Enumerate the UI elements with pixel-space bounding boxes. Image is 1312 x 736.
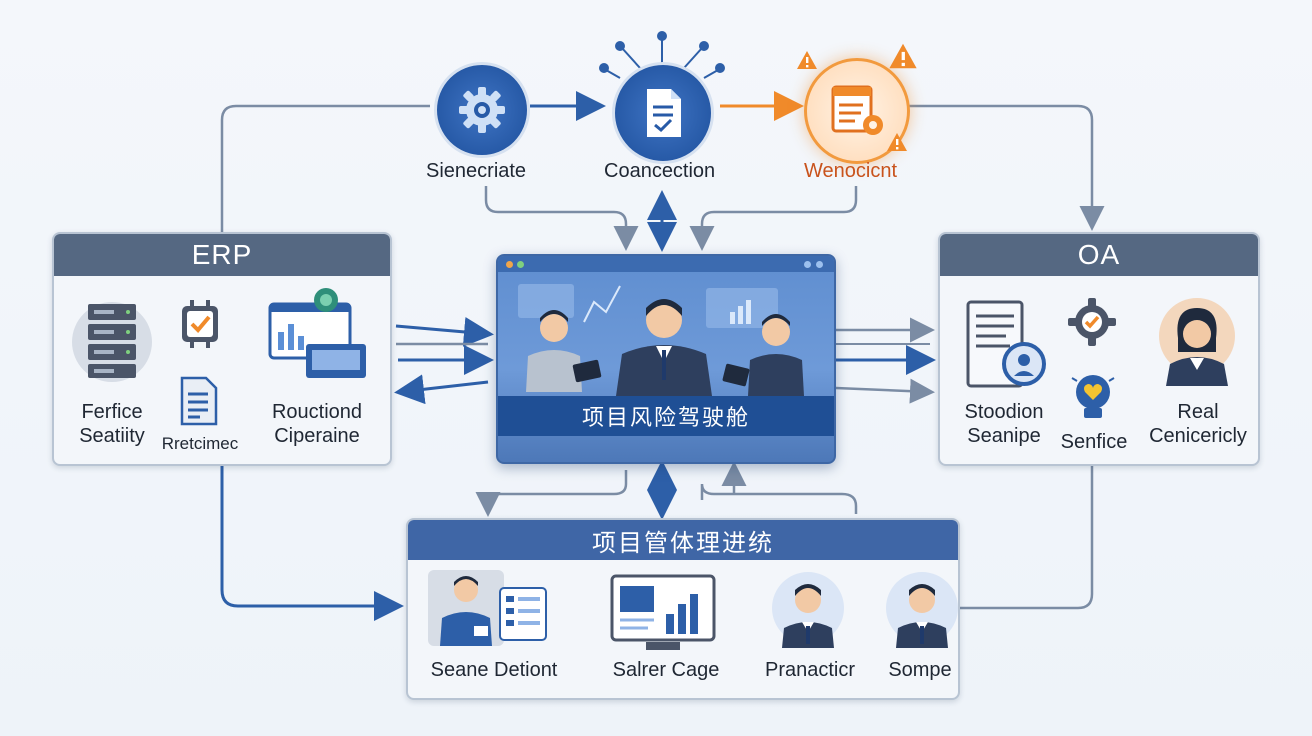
erp-item-1-label: Ferfice Seatiity [79, 401, 145, 447]
warning-document-icon [831, 85, 883, 135]
bottom-item-3-label: Pranacticr [764, 659, 856, 681]
oa-item-2-label: Senfice [1060, 431, 1128, 453]
document-search-icon [966, 300, 1046, 388]
bottom-item-4-label: Sompe [888, 659, 952, 681]
chart-icon [610, 574, 716, 650]
cockpit-illustration [518, 284, 804, 396]
monitor-icon [268, 288, 366, 378]
server-icon [72, 302, 152, 382]
oa-item-1-label: Stoodion Seanipe [964, 401, 1044, 447]
warning-icon [889, 43, 917, 69]
top-node-label-2: Coancection [604, 160, 716, 182]
lightbulb-heart-icon [1071, 375, 1115, 418]
document-icon [647, 89, 681, 137]
top-node-warning[interactable] [804, 58, 910, 164]
document-icon [180, 376, 218, 426]
top-node-label-1: Sienecriate [426, 160, 527, 182]
bottom-item-1-label: Seane Detiont [430, 659, 558, 681]
person-icon [772, 572, 844, 648]
gear-check-icon [1068, 298, 1116, 346]
person-icon [1159, 298, 1235, 386]
erp-item-2-label: Rretcimec [161, 434, 239, 453]
checklist-chip-icon [182, 300, 218, 348]
warning-icon [887, 133, 907, 151]
top-node-label-3: Wenocicnt [804, 160, 898, 182]
bottom-item-2-label: Salrer Cage [612, 659, 720, 681]
project-risk-cockpit[interactable]: 项目风险驾驶舱 [496, 254, 836, 464]
person-icon [886, 572, 958, 648]
gear-icon [459, 87, 505, 133]
person-icon [428, 570, 547, 646]
erp-item-3-label: Rouctiond Ciperaine [271, 401, 363, 447]
erp-title: ERP [54, 234, 390, 276]
project-management-title: 项目管体理进统 [408, 520, 958, 560]
oa-title: OA [940, 234, 1258, 276]
screen-titlebar [498, 256, 834, 272]
oa-item-3-label: Real Cenicericly [1149, 401, 1247, 447]
warning-icon [797, 51, 817, 69]
top-node-document[interactable] [612, 62, 714, 164]
top-node-gear[interactable] [434, 62, 530, 158]
cockpit-title: 项目风险驾驶舱 [498, 396, 834, 436]
